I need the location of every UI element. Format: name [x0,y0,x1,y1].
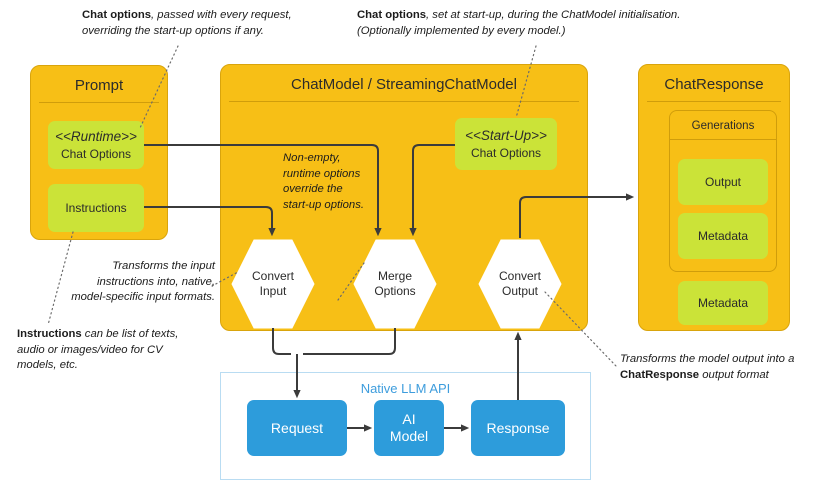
convert-input-hexagon-label: Convert Input [230,269,316,299]
startup-chat-options-label: Chat Options [470,146,542,160]
annotation-runtime-chat-options: Chat options, passed with every request,… [82,8,312,39]
ai-model-box[interactable]: AI Model [374,400,444,456]
merge-options-line1: Merge [377,269,412,283]
runtime-chat-options-label: Chat Options [60,147,132,161]
annotation-instructions: Instructions can be list of texts, audio… [17,327,202,374]
merge-options-hexagon[interactable]: Merge Options [352,238,438,330]
request-label: Request [270,419,324,436]
convert-output-hexagon[interactable]: Convert Output [477,238,563,330]
native-llm-api-title: Native LLM API [360,381,451,396]
convert-output-line2: Output [501,284,539,298]
generations-divider [670,139,776,140]
instructions-chip[interactable]: Instructions [48,184,144,232]
prompt-panel-divider [39,102,159,103]
generations-chip-metadata[interactable]: Metadata [678,213,768,259]
ai-model-line2: Model [389,428,429,444]
annotation-convert-output-post: output format [699,368,769,381]
response-metadata-chip[interactable]: Metadata [678,281,768,325]
generations-chip-output[interactable]: Output [678,159,768,205]
runtime-chat-options-chip[interactable]: <<Runtime>> Chat Options [48,121,144,169]
generations-title: Generations [691,120,755,132]
instructions-label: Instructions [65,201,127,215]
startup-chat-options-chip[interactable]: <<Start-Up>> Chat Options [455,118,557,170]
generations-group: Generations [669,110,777,272]
annotation-merge-inline-note: Non-empty, runtime options override the … [283,152,365,211]
annotation-instructions-bold: Instructions [17,328,82,340]
generations-output-label: Output [704,175,742,189]
convert-input-line2: Input [259,284,287,298]
annotation-convert-output-bold: ChatResponse [620,368,700,381]
chatmodel-panel-divider [229,101,579,102]
chatresponse-panel-title: ChatResponse [664,76,764,93]
annotation-startup-bold: Chat options [357,9,427,21]
annotation-convert-output-pre: Transforms the model output into a [620,353,795,365]
wire-convert-input-down [272,328,291,355]
chatresponse-panel-divider [647,101,781,102]
annotation-convert-output: Transforms the model output into a ChatR… [620,352,800,383]
convert-output-line1: Convert [498,269,542,283]
convert-input-line1: Convert [251,269,295,283]
annotation-startup-rest: , set at start-up, during the ChatModel … [357,9,681,37]
annotation-runtime-rest: , passed with every request, overriding … [82,9,292,37]
ai-model-line1: AI [402,411,416,427]
response-box[interactable]: Response [471,400,565,456]
annotation-convert-input: Transforms the input instructions into, … [71,260,215,303]
prompt-panel-title: Prompt [74,77,124,94]
generations-metadata-label: Metadata [697,229,749,243]
annotation-runtime-bold: Chat options [82,9,152,21]
convert-input-hexagon[interactable]: Convert Input [230,238,316,330]
convert-output-hexagon-label: Convert Output [477,269,563,299]
request-box[interactable]: Request [247,400,347,456]
runtime-stereotype-label: <<Runtime>> [55,129,137,144]
chatmodel-panel-title: ChatModel / StreamingChatModel [291,76,517,93]
wire-merge-options-down [303,328,396,355]
merge-options-hexagon-label: Merge Options [352,269,438,299]
annotation-startup-chat-options: Chat options, set at start-up, during th… [357,8,713,39]
startup-stereotype-label: <<Start-Up>> [465,128,547,143]
merge-options-line2: Options [374,284,416,298]
response-metadata-label: Metadata [697,296,749,310]
annotation-instructions-rest: can be list of texts, audio or images/vi… [17,328,179,371]
response-label: Response [486,419,550,436]
